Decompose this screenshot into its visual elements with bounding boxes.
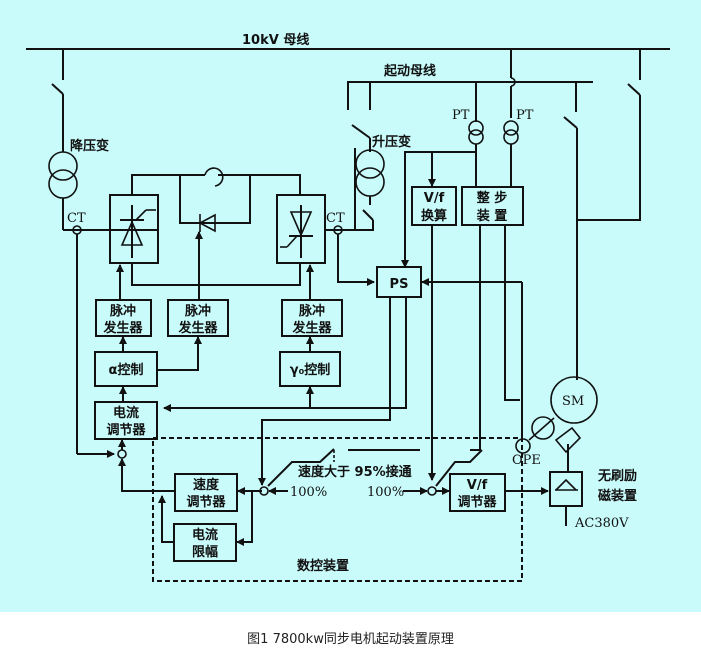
vf-convert-block (411, 186, 457, 226)
inverter-bridge (276, 194, 326, 264)
current-regulator-line2: 调节器 (106, 422, 146, 438)
main-bus-label: 10kV 母线 (242, 32, 309, 48)
nc-device-boundary (152, 437, 523, 582)
vf-switch-icon (435, 449, 483, 487)
pulse-gen-1 (95, 299, 152, 337)
motor-label: SM (562, 394, 584, 409)
vf-convert-line2: 换算 (421, 208, 447, 224)
speed-switch-icon (267, 448, 335, 487)
ope-label: OPE (512, 453, 541, 468)
pt-right (503, 120, 519, 187)
pt-left (468, 82, 484, 187)
vf-summing-junction-icon (427, 486, 437, 496)
vf-regulator-line1: V/f (467, 478, 488, 493)
transformer-coil-icon (48, 151, 78, 181)
gamma-control-label: γ₀控制 (290, 362, 331, 378)
brushless-exciter-line2: 磁装置 (598, 488, 637, 504)
figure-caption: 图1 7800kw同步电机起动装置原理 (247, 632, 454, 647)
step-down-transformer-label: 降压变 (70, 138, 109, 154)
speed-regulator-line2: 调节器 (186, 494, 226, 510)
switch-icon (362, 209, 374, 221)
transformer-coil-icon (48, 169, 78, 199)
pulse-gen-2 (167, 299, 229, 337)
step-up-transformer-label: 升压变 (372, 134, 411, 150)
speed-switch-label: 速度大于 95%接通 (298, 464, 412, 480)
sync-device-line1: 整 步 (476, 190, 508, 206)
vf-regulator-line2: 调节器 (457, 494, 497, 510)
current-limit-line2: 限幅 (192, 544, 218, 560)
alpha-control-label: α控制 (109, 362, 144, 378)
exciter-icon (531, 416, 555, 440)
synchronous-motor-icon (550, 376, 598, 424)
sync-device-line2: 装 置 (476, 208, 508, 224)
pulse-gen-3-line2: 发生器 (291, 320, 332, 336)
dc-link (131, 167, 301, 286)
ref-100-right: 100% (367, 485, 404, 500)
step-down-feeder (48, 49, 110, 231)
thyristor-bridge-icon (555, 478, 577, 491)
transformer-coil-icon (355, 167, 385, 197)
switch-icon (351, 124, 371, 139)
sync-device-block (461, 186, 524, 226)
speed-regulator-line1: 速度 (193, 477, 220, 493)
ct-right-label: CT (326, 211, 345, 226)
pulse-gen-2-line2: 发生器 (177, 320, 218, 336)
summing-junction-icon (117, 449, 127, 459)
brushless-exciter-line1: 无刷励 (597, 469, 637, 484)
ref-100-left: 100% (290, 485, 327, 500)
pulse-gen-2-line1: 脉冲 (184, 303, 211, 319)
transformer-coil-icon (355, 149, 385, 179)
ct-left-label: CT (67, 211, 86, 226)
vf-convert-line1: V/f (424, 191, 445, 206)
ps-label: PS (390, 277, 409, 292)
pt-left-label: PT (452, 108, 470, 123)
main-to-motor-feeder (510, 49, 641, 380)
pulse-gen-1-line2: 发生器 (102, 320, 143, 336)
vf-regulator-block (449, 473, 506, 512)
nc-device-label: 数控装置 (297, 558, 349, 574)
ac-supply-label: AC380V (574, 516, 629, 531)
current-regulator-block (94, 401, 158, 440)
thyristor-icon (198, 213, 216, 233)
switch-icon (51, 83, 64, 95)
start-bus-label: 起动母线 (383, 63, 436, 79)
circuit-diagram: 10kV 母线 降压变 CT (26, 32, 670, 582)
brushless-exciter-block (549, 471, 583, 507)
step-up-feeder (347, 81, 385, 231)
diagram-canvas: 10kV 母线 降压变 CT (0, 0, 701, 612)
exciter-winding-icon (554, 426, 582, 454)
pt-right-label: PT (516, 108, 534, 123)
current-regulator-line1: 电流 (113, 405, 139, 421)
pulse-gen-3 (281, 299, 343, 337)
pulse-gen-1-line1: 脉冲 (109, 303, 136, 319)
ope-encoder-icon (515, 438, 531, 454)
current-limit-line1: 电流 (192, 527, 218, 543)
pulse-gen-3-line1: 脉冲 (298, 303, 325, 319)
